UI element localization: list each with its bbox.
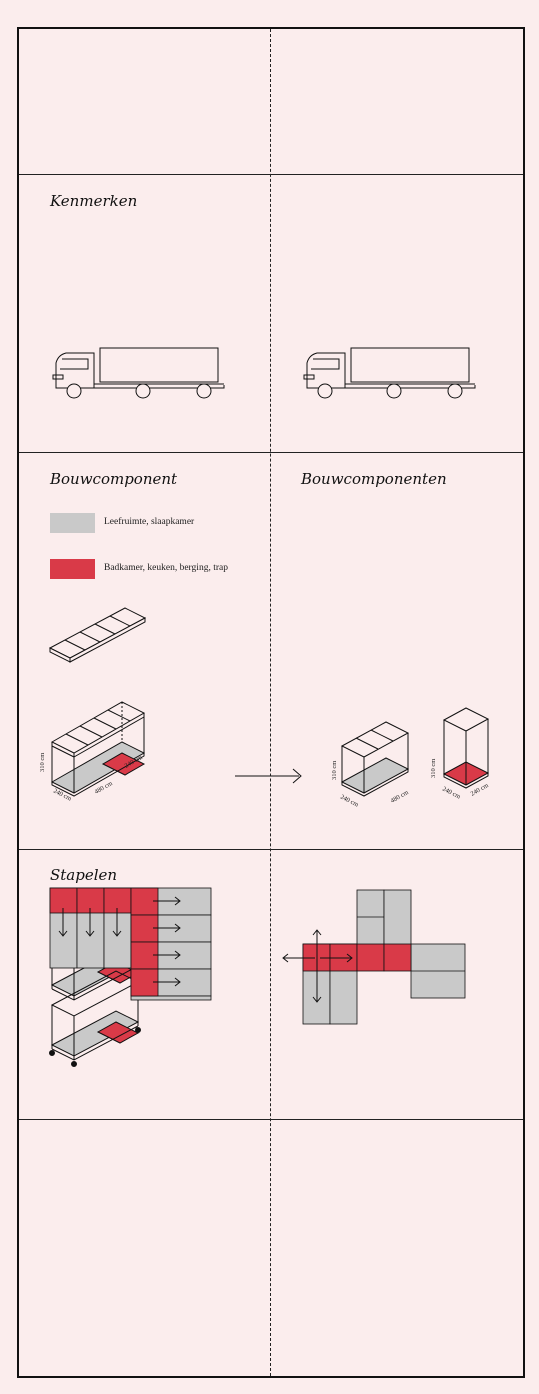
section-title-bouwcomponenten: Bouwcomponenten [301,470,447,488]
module-large-drawing: 310 cm 240 cm 480 cm 240 cm [39,701,146,803]
dim-living-width: 240 cm [339,794,359,809]
transform-arrow-icon [235,768,302,784]
diagram-board [17,27,525,1378]
legend-label-living: Leefruimte, slaapkamer [104,517,195,527]
module-living-drawing: 310 cm 240 cm 480 cm [331,721,410,809]
truck-icon-right [303,347,476,399]
truck-icon-left [52,347,225,399]
section-title-kenmerken: Kenmerken [50,192,138,210]
section-title-stapelen: Stapelen [50,866,118,884]
row-divider-3 [19,849,523,850]
dim-living-length: 480 cm [390,789,410,805]
roof-slab-drawing [48,607,147,663]
section-title-bouwcomponent: Bouwcomponent [50,470,178,488]
legend-swatch-wet [50,559,95,579]
dim-height: 310 cm [39,753,46,772]
floorplan-right-diagram [282,889,466,1025]
dim-wet-height: 310 cm [430,759,437,778]
legend-swatch-living [50,513,95,533]
module-wet-drawing: 310 cm 240 cm 240 cm [430,707,490,801]
row-divider-1 [19,174,523,175]
center-dashed-line [270,29,271,1376]
dim-living-height: 310 cm [331,761,338,780]
dim-length: 480 cm [94,780,114,796]
row-divider-4 [19,1119,523,1120]
legend-label-wet: Badkamer, keuken, berging, trap [104,563,228,573]
row-divider-2 [19,452,523,453]
floorplan-left-diagram [49,887,212,1001]
